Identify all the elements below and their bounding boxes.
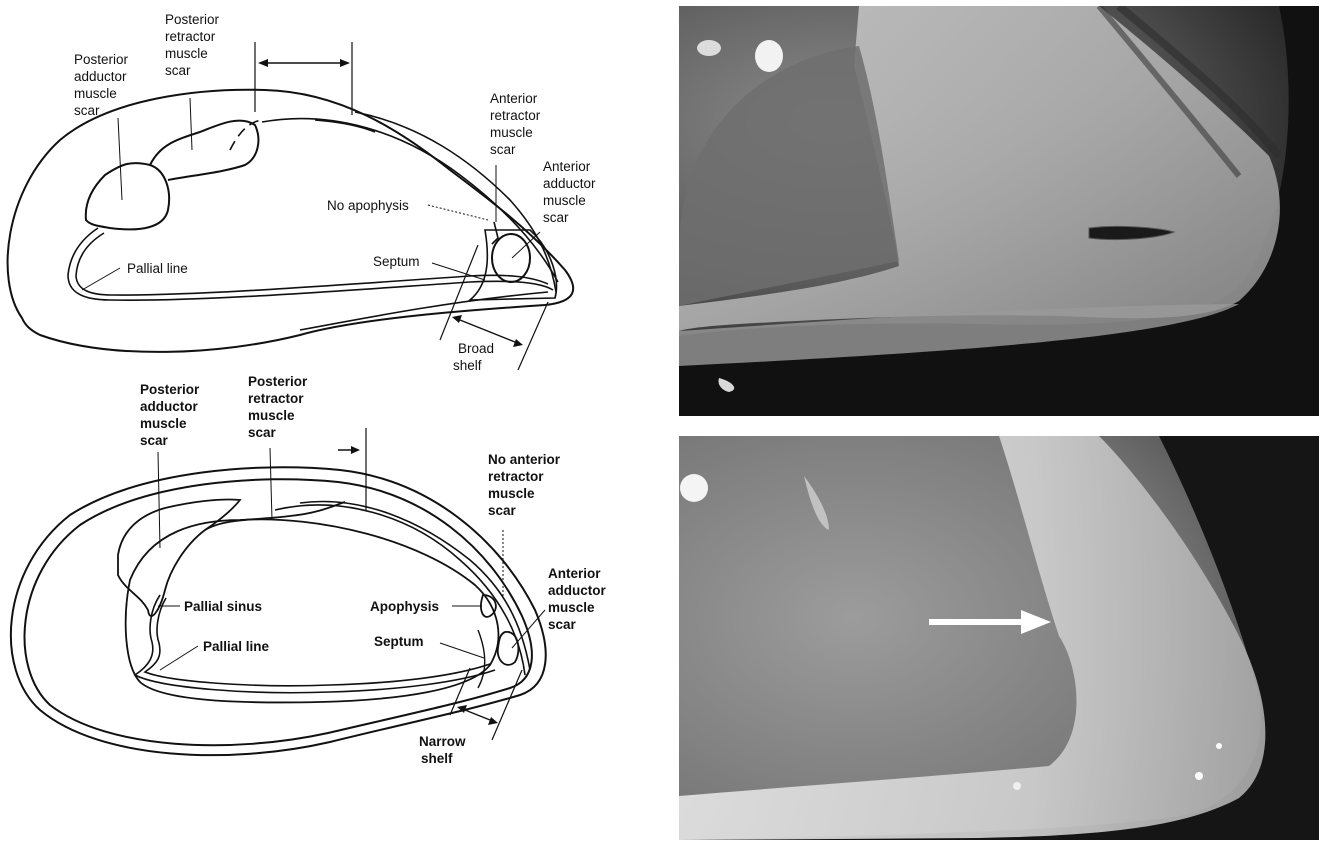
bottom-anterior-adductor-scar	[498, 632, 519, 665]
top-shell-diagram: Posterior adductor muscle scar Posterior…	[0, 0, 680, 372]
bottom-shelf-arrowhead-right	[488, 717, 498, 725]
bottom-label-no-anterior-retractor: No anterior retractor muscle scar	[488, 452, 564, 518]
bottom-photo-render	[679, 436, 1319, 840]
bottom-hinge-line-1	[275, 505, 525, 675]
bottom-label-septum: Septum	[374, 634, 424, 649]
bottom-leader-ant-add	[512, 610, 545, 648]
bottom-leader-post-ret	[270, 448, 272, 520]
top-anterior-adductor-scar	[492, 234, 530, 282]
top-measure-arrowhead-left	[258, 59, 268, 67]
top-shelf-line	[300, 292, 548, 330]
bottom-shell-outline-outer	[11, 467, 546, 755]
top-photo-render	[679, 6, 1319, 416]
top-label-pallial-line: Pallial line	[127, 261, 188, 276]
top-label-septum: Septum	[373, 254, 420, 269]
top-label-anterior-adductor: Anterior adductor muscle scar	[543, 159, 599, 225]
bottom-apophysis	[481, 595, 496, 617]
top-leader-pallial	[82, 268, 120, 290]
top-shell-photo	[679, 6, 1319, 416]
bottom-shelf-arrow	[460, 708, 495, 722]
bottom-septum	[478, 630, 485, 688]
bottom-posterior-retractor-scar	[205, 502, 345, 530]
bottom-shelf-tick-right	[492, 670, 522, 740]
top-shelf-tick-right	[518, 302, 548, 370]
top-shelf-arrowhead-left	[452, 315, 462, 323]
bottom-label-posterior-retractor: Posterior retractor muscle scar	[248, 374, 311, 440]
bottom-label-shelf: Narrow shelf	[419, 734, 469, 766]
top-label-shelf: Broad shelf	[453, 341, 498, 372]
top-leader-apophysis	[428, 205, 488, 220]
bottom-leader-septum	[440, 643, 484, 658]
top-posterior-retractor-scar	[150, 121, 258, 180]
top-hinge-line-3	[315, 120, 375, 132]
top-label-anterior-retractor: Anterior retractor muscle scar	[490, 91, 544, 157]
bottom-shell-photo	[679, 436, 1319, 840]
top-septum	[470, 230, 556, 300]
bottom-label-anterior-adductor: Anterior adductor muscle scar	[548, 566, 610, 632]
bottom-leader-post-add	[158, 452, 160, 548]
top-shelf-arrowhead-right	[513, 339, 523, 347]
top-label-posterior-retractor: Posterior retractor muscle scar	[165, 12, 223, 78]
bottom-label-apophysis: Apophysis	[370, 599, 439, 614]
bottom-label-pallial-line: Pallial line	[203, 639, 270, 654]
top-posterior-adductor-scar	[86, 163, 169, 229]
bottom-leader-pallial-line	[160, 646, 198, 670]
top-label-apophysis: No apophysis	[327, 198, 409, 213]
top-measure-arrowhead-right	[340, 59, 350, 67]
bottom-label-pallial-sinus: Pallial sinus	[184, 599, 262, 614]
bottom-label-posterior-adductor: Posterior adductor muscle scar	[140, 382, 203, 448]
bottom-shell-diagram: Posterior adductor muscle scar Posterior…	[0, 370, 680, 840]
top-leader-post-add	[118, 118, 122, 200]
top-shell-outline	[8, 90, 574, 352]
bottom-measure-arrowhead	[351, 446, 360, 454]
top-shelf-tick-left	[440, 245, 478, 340]
top-leader-post-ret	[190, 98, 192, 150]
